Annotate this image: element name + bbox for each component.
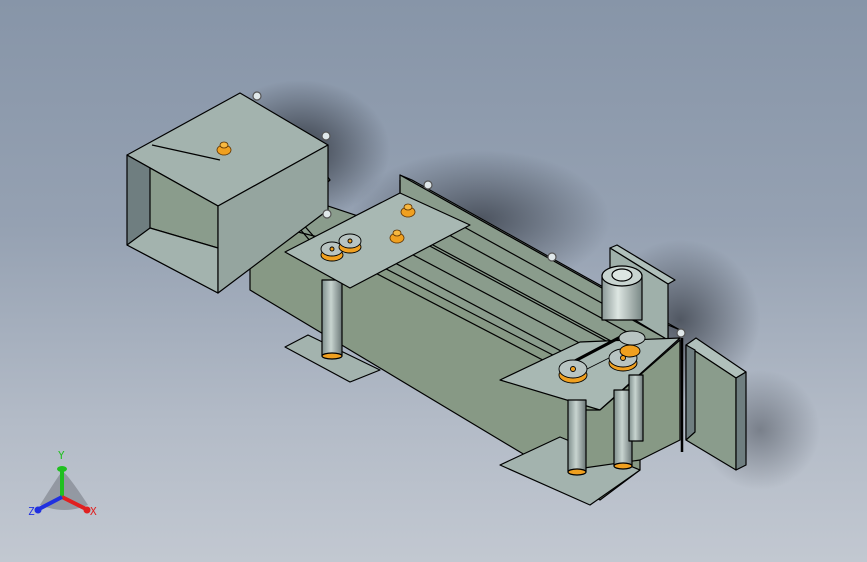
fastener-nut: [389, 203, 416, 244]
fastener-nut: [216, 141, 232, 156]
drive-motor: [601, 265, 643, 321]
z-axis-label: Z: [28, 505, 35, 518]
x-axis-arrow: [61, 495, 87, 511]
belt-pulleys: [320, 233, 362, 262]
y-axis-label: Y: [58, 449, 65, 462]
left-support: [284, 180, 557, 383]
belt-pulleys: [558, 330, 646, 384]
z-axis-arrow: [38, 495, 63, 511]
right-support: [499, 265, 686, 506]
view-orientation-triad[interactable]: Y X Z: [20, 440, 110, 530]
top-plate-left: [284, 192, 471, 289]
outlet-chute: [680, 337, 747, 471]
x-axis-label: X: [90, 505, 97, 518]
inlet-hopper: [126, 91, 332, 294]
